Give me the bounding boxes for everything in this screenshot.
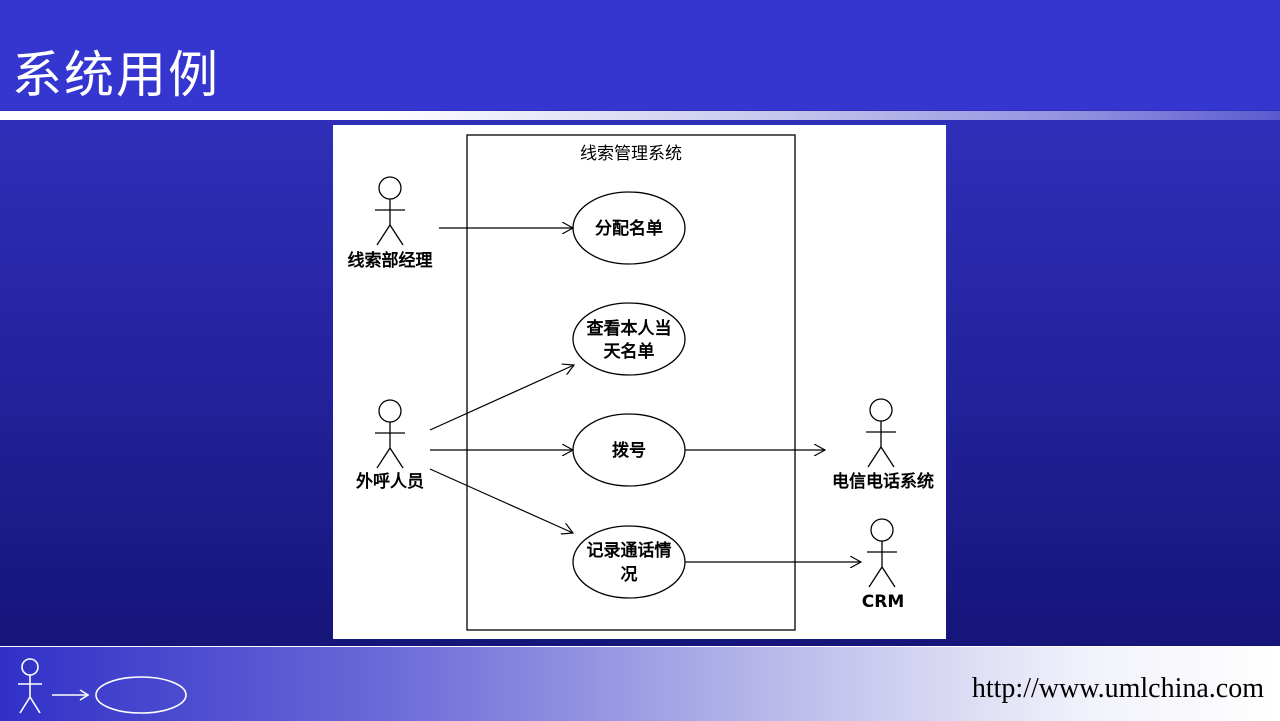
use-case-label-dial: 拨号 bbox=[612, 440, 646, 461]
logo-actor-head bbox=[21, 658, 39, 676]
actor-right-leg bbox=[880, 446, 895, 468]
association-staff-view-list bbox=[429, 365, 574, 431]
actor-left-leg bbox=[376, 447, 391, 469]
use-case-label-view-today-list-line2: 天名单 bbox=[604, 341, 655, 362]
system-boundary bbox=[466, 134, 796, 631]
actor-label-lead-manager: 线索部经理 bbox=[348, 250, 433, 271]
actor-left-leg bbox=[868, 566, 883, 588]
actor-outbound-staff bbox=[375, 399, 405, 469]
actor-right-leg bbox=[389, 447, 404, 469]
logo-actor-left-leg bbox=[19, 696, 31, 714]
use-case-diagram-svg: 线索管理系统 线索部经理 外呼人员 电信电话系统 bbox=[348, 134, 934, 631]
slide-title: 系统用例 bbox=[12, 46, 220, 104]
actor-telecom-system bbox=[866, 398, 896, 468]
association-staff-record-call bbox=[429, 468, 573, 533]
logo-arrow-head bbox=[79, 689, 90, 701]
actor-label-crm: CRM bbox=[862, 592, 904, 612]
title-bar: 系统用例 bbox=[0, 0, 1280, 110]
actor-left-leg bbox=[867, 446, 882, 468]
use-case-label-record-call-line1: 记录通话情 bbox=[587, 540, 672, 561]
actor-crm bbox=[867, 518, 897, 588]
use-case-record-call bbox=[572, 525, 686, 599]
actor-right-leg bbox=[389, 224, 404, 246]
actor-lead-manager bbox=[375, 176, 405, 246]
use-case-label-assign-list: 分配名单 bbox=[595, 218, 663, 239]
use-case-diagram: 线索管理系统 线索部经理 外呼人员 电信电话系统 bbox=[333, 125, 946, 639]
actor-left-leg bbox=[376, 224, 391, 246]
logo-actor-right-leg bbox=[29, 696, 41, 714]
actor-head bbox=[869, 398, 893, 422]
actor-right-leg bbox=[881, 566, 896, 588]
actor-head bbox=[870, 518, 894, 542]
use-case-label-view-today-list-line1: 查看本人当 bbox=[586, 318, 672, 339]
title-divider bbox=[0, 111, 1280, 120]
footer-bar: http://www.umlchina.com bbox=[0, 646, 1280, 721]
actor-label-telecom-system: 电信电话系统 bbox=[832, 471, 934, 492]
footer-url[interactable]: http://www.umlchina.com bbox=[971, 673, 1264, 704]
system-boundary-label: 线索管理系统 bbox=[580, 144, 682, 164]
use-case-label-record-call-line2: 况 bbox=[621, 565, 638, 585]
actor-label-outbound-staff: 外呼人员 bbox=[356, 471, 424, 492]
actor-head bbox=[378, 176, 402, 200]
actor-head bbox=[378, 399, 402, 423]
logo-use-case bbox=[95, 676, 187, 714]
umlchina-logo bbox=[18, 658, 187, 714]
use-case-view-today-list bbox=[572, 302, 686, 376]
